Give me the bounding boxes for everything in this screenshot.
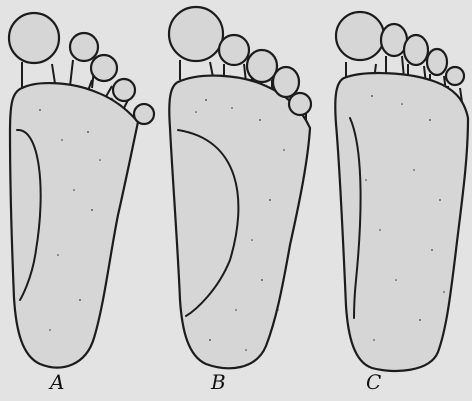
footprint-a-toe-5 — [134, 104, 154, 124]
label-a: A — [50, 372, 64, 392]
footprint-b-toe-4 — [273, 67, 299, 97]
footprint-c-toe-5 — [446, 67, 464, 85]
footprint-a — [9, 13, 154, 368]
footprint-b — [169, 7, 311, 368]
footprint-b-toe-5 — [289, 93, 311, 115]
footprint-a-toe-4 — [113, 79, 135, 101]
footprint-a-sole — [10, 83, 138, 367]
footprint-c-toe-3 — [404, 35, 428, 65]
footprint-c — [335, 12, 468, 371]
footprint-c-toe-4 — [427, 49, 447, 75]
label-b: B — [211, 372, 226, 392]
footprint-a-toe-2 — [70, 33, 98, 61]
footprint-c-sole — [335, 73, 468, 371]
footprint-c-big-toe — [336, 12, 384, 60]
footprint-a-big-toe — [9, 13, 59, 63]
footprint-b-sole — [169, 76, 310, 369]
footprint-a-toe-3 — [91, 55, 117, 81]
footprint-b-big-toe — [169, 7, 223, 61]
label-c: C — [366, 372, 381, 392]
footprint-b-toe-2 — [219, 35, 249, 65]
